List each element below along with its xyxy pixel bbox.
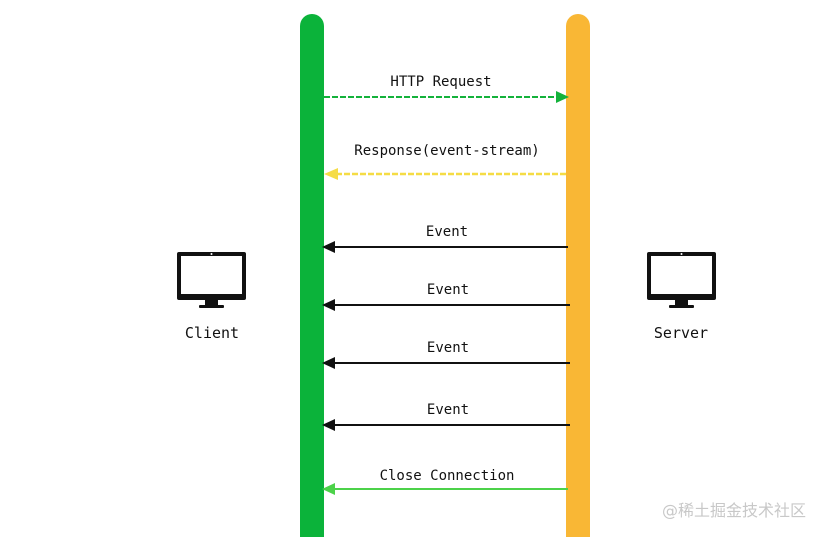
client-actor: Client: [177, 252, 246, 342]
close-connection-arrowhead: [322, 483, 335, 495]
client-label: Client: [185, 324, 239, 342]
message-event-3: Event: [322, 340, 570, 369]
event-3-label: Event: [427, 340, 469, 356]
message-response: Response(event-stream): [324, 143, 566, 180]
message-close-connection: Close Connection: [322, 468, 568, 495]
event-2-arrowhead: [322, 299, 335, 311]
close-connection-label: Close Connection: [380, 468, 515, 484]
watermark-text: @稀土掘金技术社区: [662, 501, 806, 520]
event-1-arrowhead: [322, 241, 335, 253]
message-event-2: Event: [322, 282, 570, 311]
monitor-icon: [647, 252, 716, 308]
message-event-4: Event: [322, 402, 570, 431]
event-4-arrowhead: [322, 419, 335, 431]
response-label: Response(event-stream): [354, 143, 539, 159]
event-4-label: Event: [427, 402, 469, 418]
http-request-arrowhead: [556, 91, 569, 103]
message-http-request: HTTP Request: [324, 74, 569, 103]
message-event-1: Event: [322, 224, 568, 253]
event-1-label: Event: [426, 224, 468, 240]
client-lifeline: [300, 14, 324, 537]
server-label: Server: [654, 324, 708, 342]
monitor-icon: [177, 252, 246, 308]
http-request-label: HTTP Request: [390, 74, 491, 90]
event-2-label: Event: [427, 282, 469, 298]
response-arrowhead: [324, 168, 338, 180]
server-lifeline: [566, 14, 590, 537]
event-3-arrowhead: [322, 357, 335, 369]
server-actor: Server: [647, 252, 716, 342]
